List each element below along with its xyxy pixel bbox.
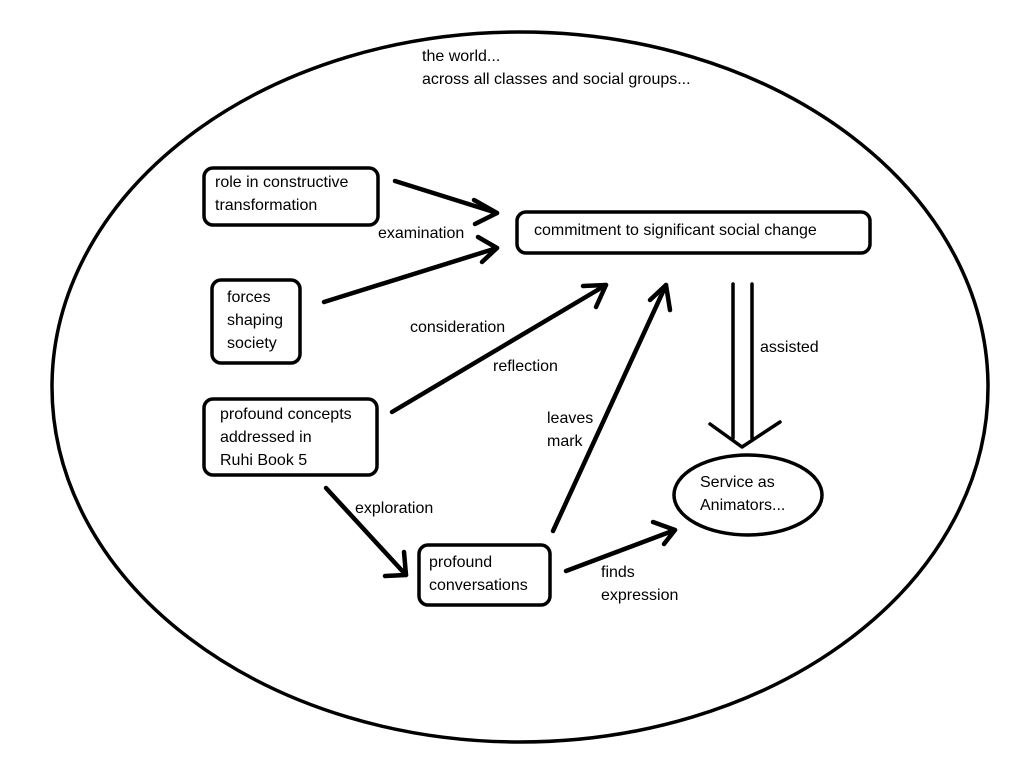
node-box-role bbox=[202, 166, 380, 227]
world-caption-line1: the world... bbox=[422, 48, 501, 65]
arrow-finds-expression bbox=[563, 519, 678, 574]
node-box-commitment bbox=[515, 210, 872, 255]
edge-label-examination: examination bbox=[378, 225, 465, 242]
edge-label-finds-expression: finds expression bbox=[601, 561, 678, 607]
edge-label-consideration: consideration bbox=[410, 319, 506, 336]
node-role-line2: transformation bbox=[215, 197, 318, 214]
arrow-leaves-mark bbox=[550, 282, 673, 534]
world-ellipse bbox=[50, 30, 990, 744]
node-concepts: profound concepts addressed in Ruhi Book… bbox=[220, 403, 352, 472]
arrow-reflection bbox=[389, 282, 609, 415]
node-role-line1: role in constructive bbox=[215, 174, 349, 191]
edge-label-leaves-line2: mark bbox=[547, 433, 583, 450]
node-box-concepts bbox=[202, 397, 379, 477]
node-conversations-line1: profound bbox=[429, 554, 493, 571]
arrow-assisted bbox=[708, 282, 782, 449]
node-box-forces bbox=[210, 278, 302, 365]
node-forces: forces shaping society bbox=[227, 286, 283, 355]
arrow-consideration bbox=[321, 234, 500, 305]
edge-label-leaves-mark: leaves mark bbox=[547, 407, 593, 453]
node-commitment: commitment to significant social change bbox=[534, 219, 817, 242]
node-concepts-line3: Ruhi Book 5 bbox=[220, 452, 308, 469]
edge-label-finds-line1: finds bbox=[601, 564, 635, 581]
edge-label-exploration: exploration bbox=[355, 500, 434, 517]
node-forces-line3: society bbox=[227, 335, 277, 352]
node-conversations-line2: conversations bbox=[429, 577, 528, 594]
node-box-conversations bbox=[417, 543, 552, 607]
edge-label-leaves-line1: leaves bbox=[547, 410, 594, 427]
node-ellipse-service bbox=[672, 453, 824, 537]
node-service-line2: Animators... bbox=[700, 497, 786, 514]
world-caption: the world... across all classes and soci… bbox=[422, 45, 691, 91]
node-conversations: profound conversations bbox=[429, 551, 528, 597]
node-concepts-line2: addressed in bbox=[220, 429, 312, 446]
edge-label-finds-line2: expression bbox=[601, 587, 679, 604]
world-caption-line2: across all classes and social groups... bbox=[422, 71, 691, 88]
node-service-line1: Service as bbox=[700, 474, 775, 491]
edge-label-assisted: assisted bbox=[760, 339, 819, 356]
node-concepts-line1: profound concepts bbox=[220, 406, 352, 423]
node-role: role in constructive transformation bbox=[215, 171, 348, 217]
node-forces-line1: forces bbox=[227, 289, 271, 306]
node-forces-line2: shaping bbox=[227, 312, 284, 329]
node-service: Service as Animators... bbox=[700, 471, 785, 517]
arrow-exploration bbox=[323, 485, 409, 579]
node-commitment-line1: commitment to significant social change bbox=[534, 222, 817, 239]
arrow-examination bbox=[392, 178, 500, 227]
edge-label-reflection: reflection bbox=[493, 358, 558, 375]
